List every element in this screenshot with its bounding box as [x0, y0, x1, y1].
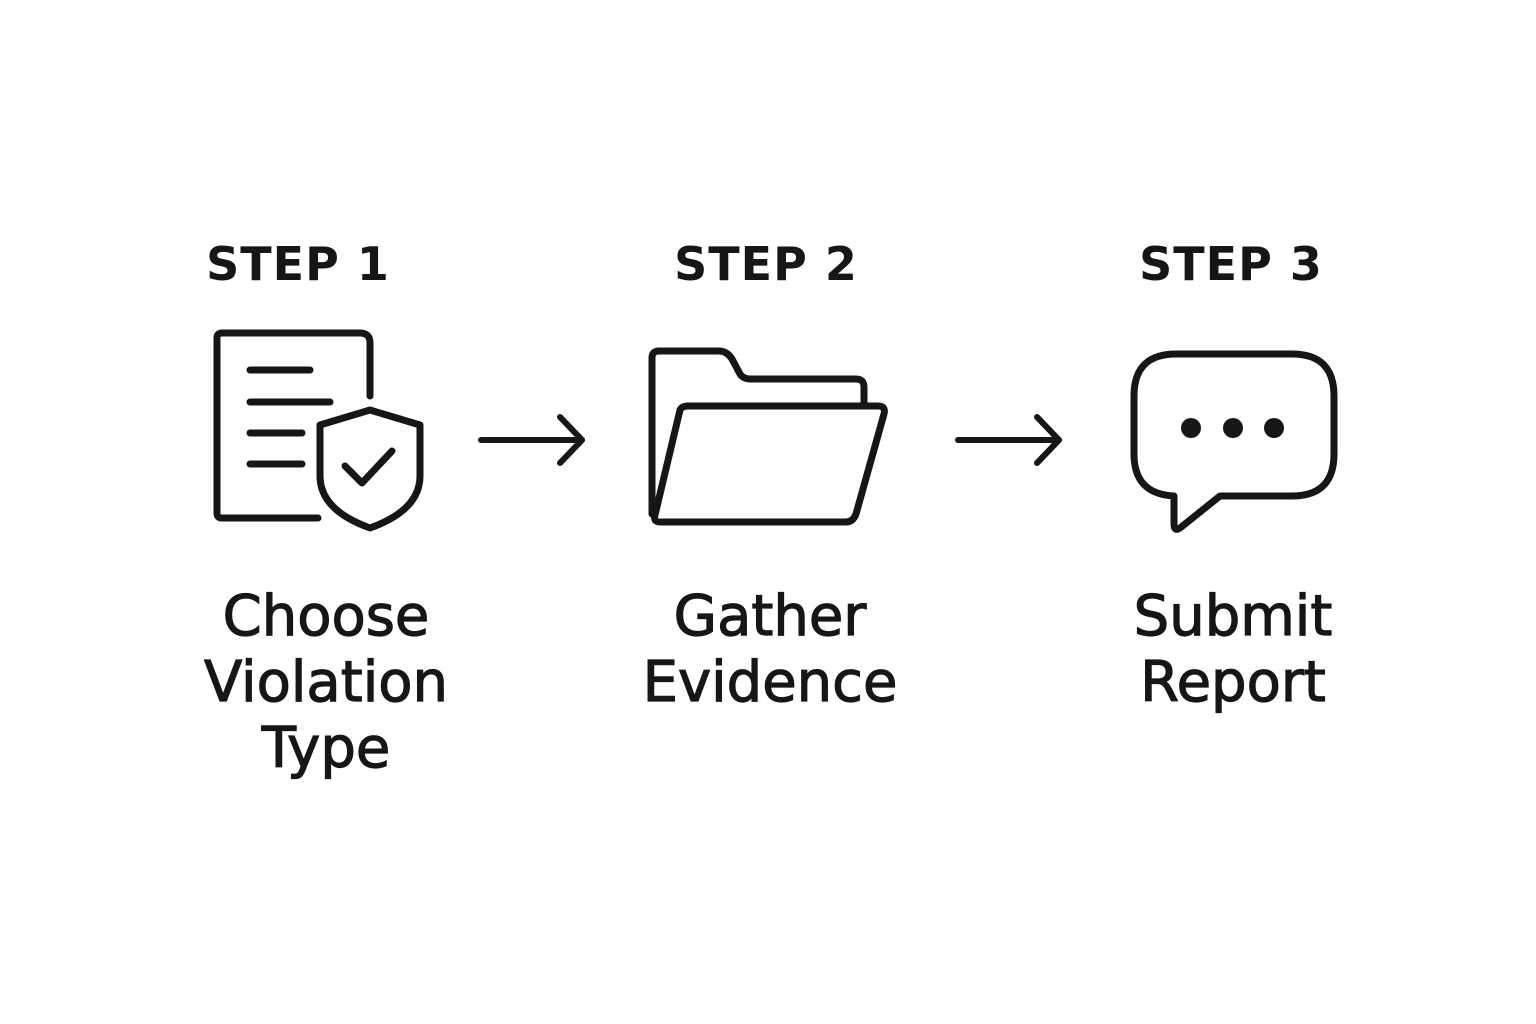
step-2-title-line-1: Gather — [673, 583, 867, 649]
open-folder-icon — [648, 347, 888, 526]
arrow-right-icon — [955, 414, 1062, 466]
step-3-title-line-2: Report — [1140, 649, 1327, 715]
dot-1 — [1181, 418, 1201, 438]
step-1-title-line-3: Type — [261, 715, 391, 781]
document-shield-check-icon — [213, 329, 424, 532]
step-2-title-line-2: Evidence — [642, 649, 898, 715]
step-1-title-line-2: Violation — [203, 649, 449, 715]
step-2-label: STEP 2 — [674, 237, 858, 291]
step-3-label: STEP 3 — [1139, 237, 1323, 291]
arrow-right-icon — [478, 414, 585, 466]
dot-2 — [1223, 418, 1243, 438]
dot-3 — [1264, 418, 1284, 438]
step-3-title-line-1: Submit — [1133, 583, 1333, 649]
step-3-title: Submit Report — [1063, 583, 1403, 716]
step-1-title: Choose Violation Type — [156, 583, 496, 782]
chat-bubble-dots-icon — [1130, 350, 1338, 533]
step-2-title: Gather Evidence — [600, 583, 940, 716]
step-1-label: STEP 1 — [206, 237, 390, 291]
step-1-title-line-1: Choose — [222, 583, 430, 649]
